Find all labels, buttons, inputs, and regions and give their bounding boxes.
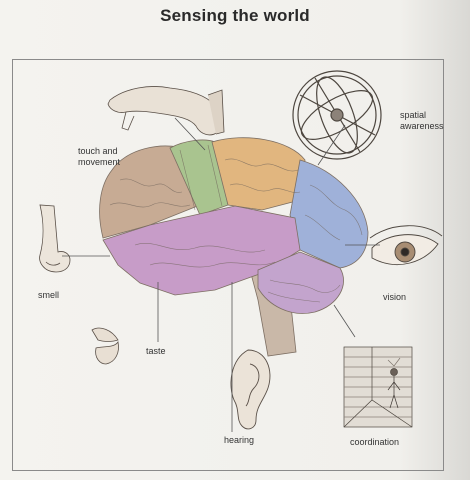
label-smell: smell [38, 290, 60, 300]
eye-icon [369, 225, 443, 266]
brain-illustration [99, 137, 369, 357]
label-hearing: hearing [224, 435, 255, 445]
mouth-icon [91, 327, 119, 365]
gyroscope-icon [292, 70, 382, 160]
leader-spatial [317, 124, 346, 166]
corridor-figure-icon [343, 346, 413, 428]
diagram-frame [12, 59, 444, 471]
leader-coordination [333, 304, 356, 338]
label-taste: taste [146, 346, 166, 356]
nose-icon [39, 204, 71, 273]
label-vision: vision [383, 292, 407, 302]
label-spatial-awareness: spatial awareness [400, 110, 444, 131]
parietal-region [289, 159, 369, 269]
page-title: Sensing the world [160, 6, 310, 25]
hand-icon [107, 86, 225, 136]
ear-icon [230, 349, 271, 430]
label-coordination: coordination [350, 437, 400, 447]
label-touch-and-movement: touch and movement [78, 146, 121, 167]
leader-lines [62, 117, 380, 432]
cerebellum [257, 251, 344, 314]
leader-touch [174, 117, 206, 151]
